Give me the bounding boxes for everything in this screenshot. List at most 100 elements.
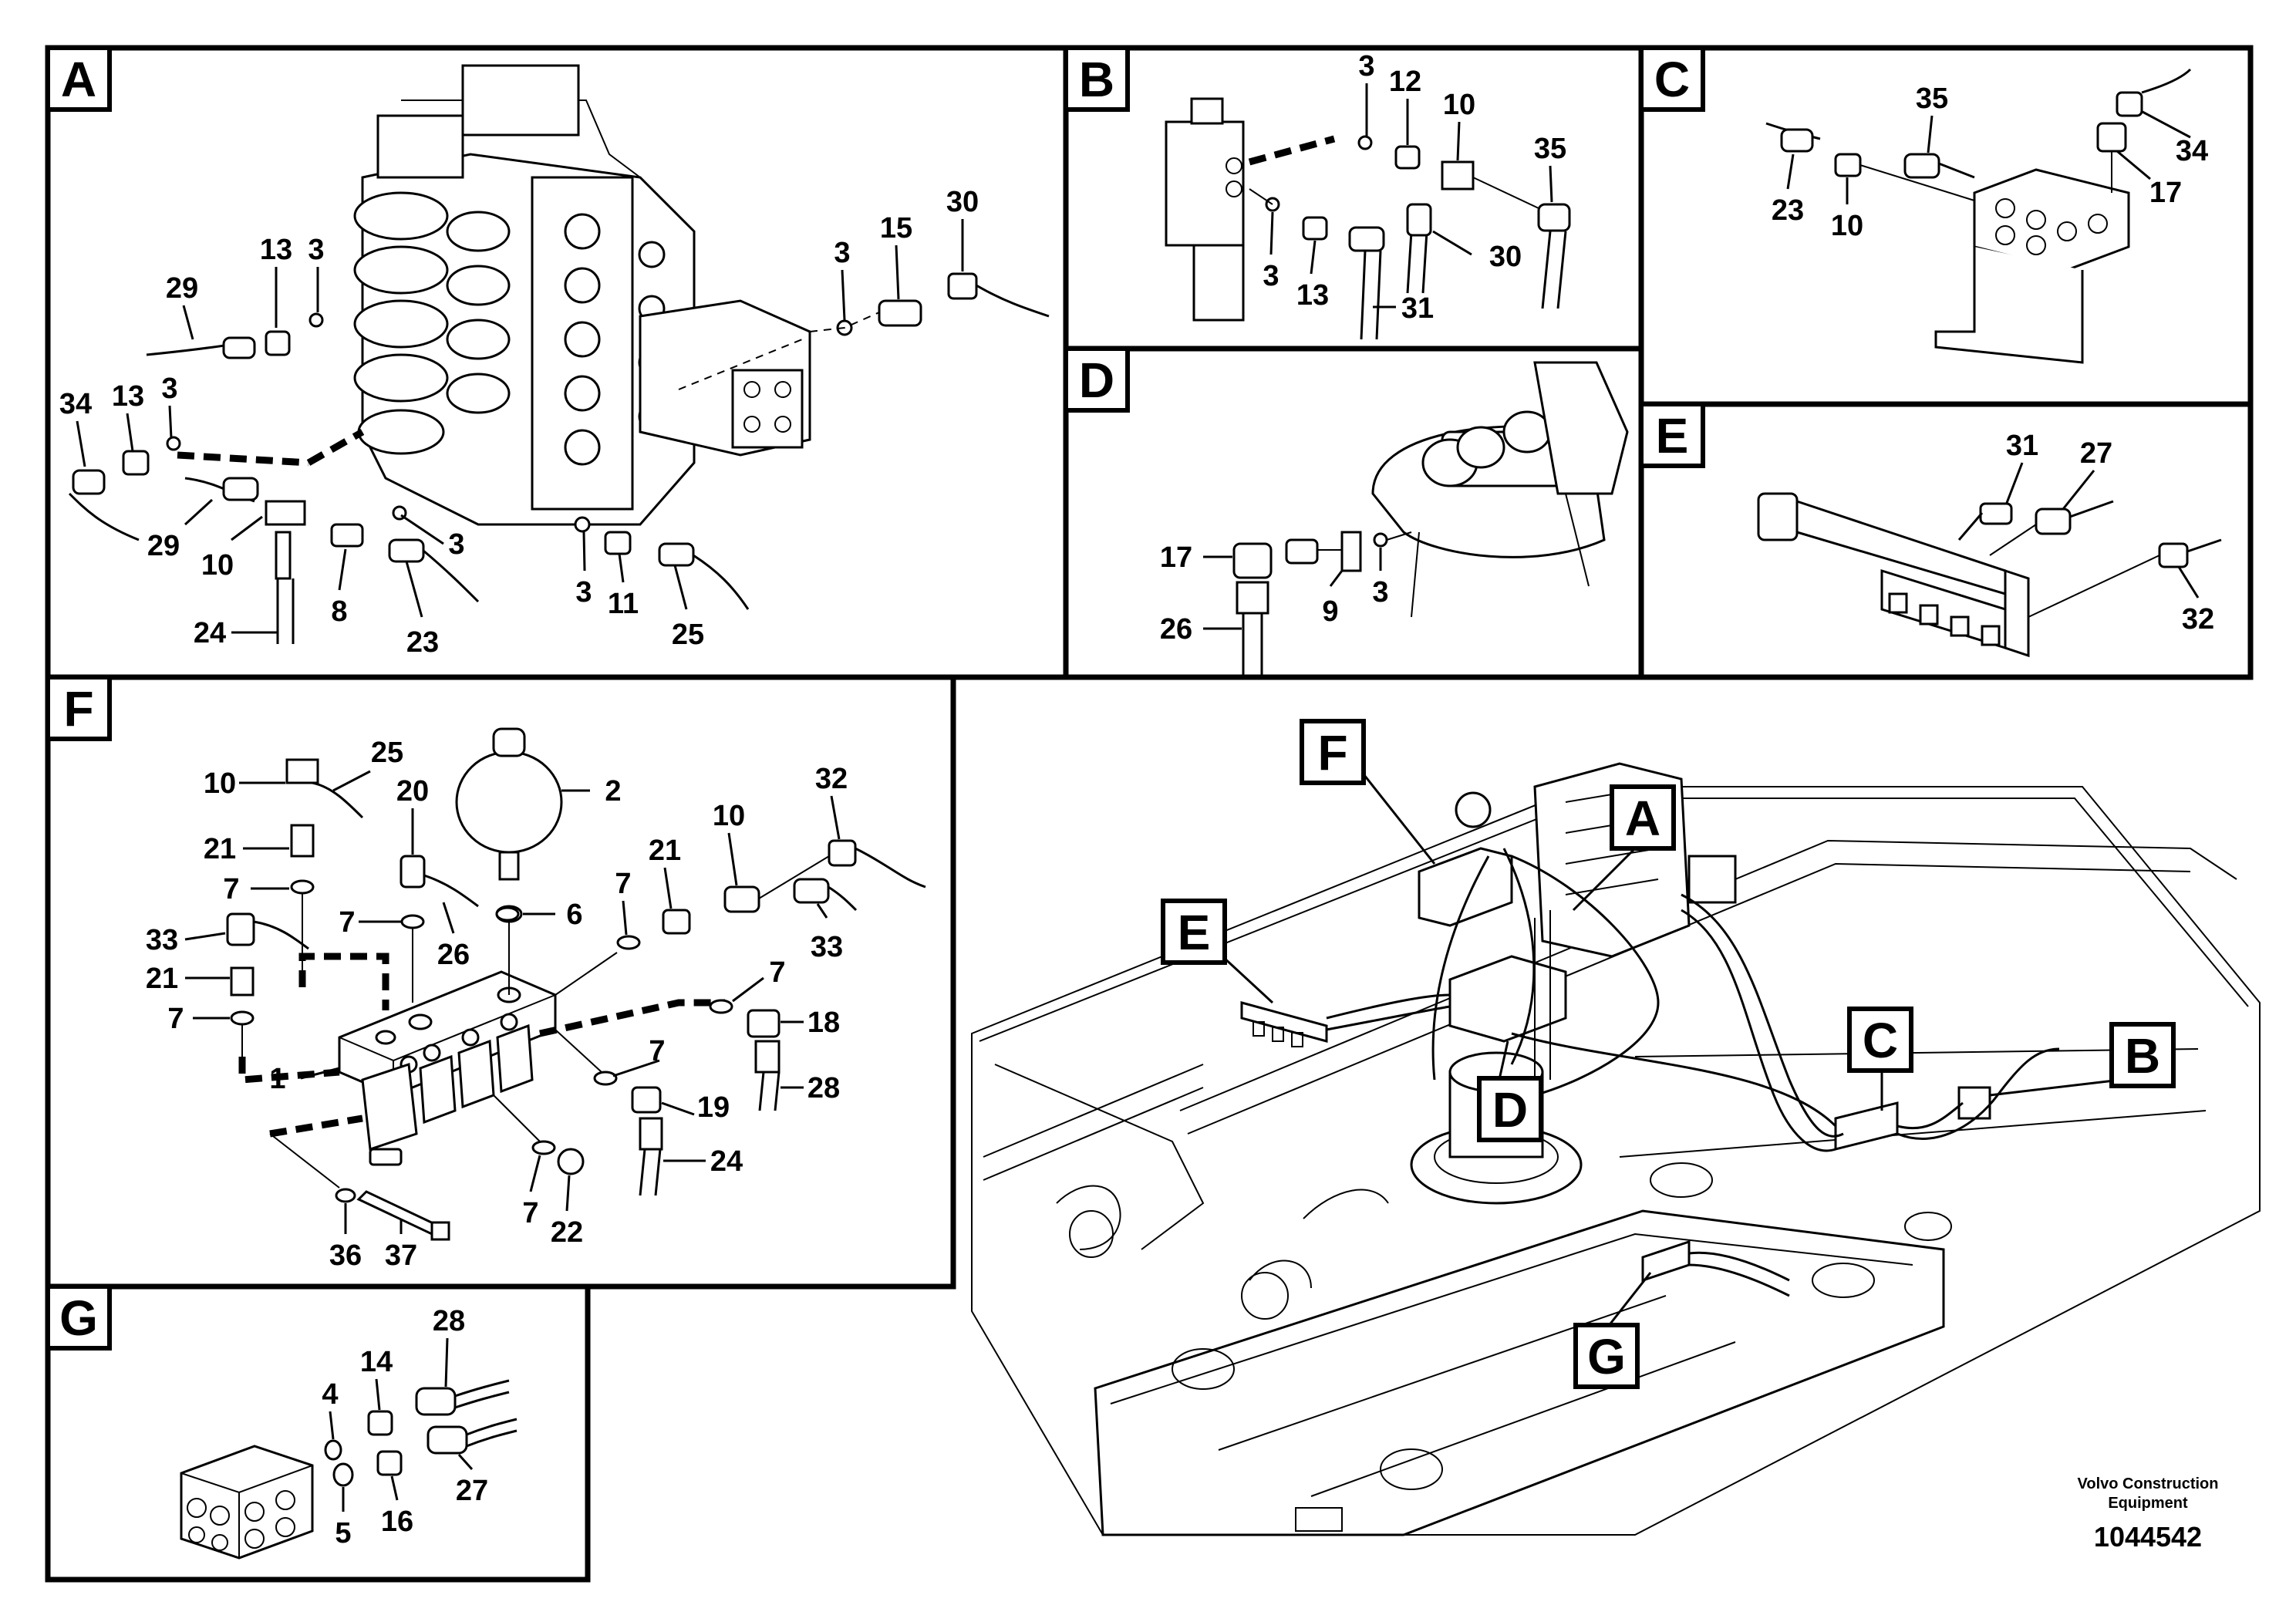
svg-text:A: A [61,52,96,107]
label-a-24: 24 [194,617,226,649]
label-b-13: 13 [1296,279,1329,312]
label-f-21-right: 21 [649,835,681,867]
label-f-7-right-mid: 7 [649,1035,665,1067]
label-b-35: 35 [1534,133,1566,165]
label-e-32: 32 [2182,603,2214,636]
overview-drawing [971,762,2261,1536]
svg-text:E: E [1178,905,1211,960]
panel-c-drawing [1765,68,2192,364]
overview-tag-f: F [1300,719,1366,785]
label-f-32: 32 [815,763,848,795]
panel-a-drawing [68,64,1050,644]
label-f-7-top-right: 7 [615,868,631,900]
section-tag-d: D [1064,346,1130,413]
svg-text:F: F [1317,725,1347,781]
label-f-18: 18 [807,1007,840,1039]
block-g [180,1445,314,1560]
label-e-31: 31 [2006,430,2038,462]
svg-text:C: C [1654,52,1690,107]
label-a-11: 11 [608,588,639,620]
label-a-3-left: 3 [161,373,177,405]
label-g-4: 4 [322,1378,338,1411]
label-f-26: 26 [437,939,470,971]
label-f-10-right: 10 [713,800,745,832]
label-g-16: 16 [381,1506,413,1538]
label-a-13-top: 13 [260,234,292,266]
label-f-7-mid: 7 [339,906,355,939]
label-b-3-top: 3 [1358,50,1374,83]
label-f-37: 37 [385,1239,417,1272]
label-a-3-bottom: 3 [575,576,592,609]
label-a-15: 15 [880,212,912,244]
section-tag-c: C [1639,46,1705,112]
panel-g-callouts: 28 14 4 27 5 16 [322,1305,488,1549]
panel-d-callouts: 17 26 9 3 [1160,541,1389,646]
svg-text:C: C [1863,1013,1898,1068]
panel-g-frame [45,1283,591,1583]
label-f-7-bottom: 7 [522,1197,538,1229]
overview-tag-c: C [1847,1007,1913,1073]
section-tag-b: B [1064,46,1130,112]
svg-text:G: G [1587,1329,1626,1384]
svg-text:D: D [1079,352,1114,408]
svg-text:E: E [1656,408,1689,464]
label-a-30: 30 [946,186,979,218]
label-f-7-lower-left: 7 [167,1003,184,1035]
panel-e-frame [1638,401,2254,680]
overview-tag-d: D [1477,1076,1543,1142]
svg-text:G: G [59,1290,98,1346]
cylinder-e [1757,492,1799,541]
label-g-14: 14 [360,1346,393,1378]
panel-g-drawing [180,1379,518,1560]
label-d-17: 17 [1160,541,1192,574]
label-b-10: 10 [1443,89,1475,121]
label-f-1: 1 [269,1063,285,1095]
label-b-3-bottom: 3 [1263,260,1279,292]
section-tag-a: A [46,46,112,112]
label-g-27: 27 [456,1475,488,1507]
section-tag-f: F [46,675,112,741]
svg-text:F: F [63,681,93,737]
label-f-20: 20 [396,775,429,808]
label-a-23: 23 [406,626,439,659]
label-f-21-upper: 21 [204,833,236,865]
front-slab [1094,1209,1945,1536]
label-b-31: 31 [1401,292,1434,325]
company-line-2: Equipment [2108,1495,2188,1512]
label-f-22: 22 [551,1216,583,1249]
label-a-10: 10 [201,549,234,582]
panel-a-callouts: 29 13 3 34 13 3 29 10 24 8 23 3 3 11 25 … [59,186,979,659]
panel-e-drawing [1757,492,2222,658]
label-f-7-upper-left: 7 [223,873,239,905]
svg-text:B: B [2125,1028,2160,1084]
label-b-12: 12 [1389,66,1421,98]
label-a-29-top: 29 [166,272,198,305]
section-tag-e: E [1639,402,1705,468]
label-f-21-lower: 21 [146,963,178,995]
label-c-35: 35 [1916,83,1948,115]
label-f-6: 6 [566,899,582,931]
label-e-27: 27 [2080,437,2112,470]
panel-e-callouts: 31 27 32 [2005,430,2214,636]
svg-text:A: A [1625,791,1660,846]
panel-f-callouts: 10 25 2 20 21 7 7 26 6 7 21 10 32 33 33 … [146,737,848,1272]
valve-b-body [1165,120,1245,247]
overview-tag-a: A [1610,784,1676,851]
panel-f-drawing [226,727,926,1241]
label-f-2: 2 [605,775,621,808]
label-a-25: 25 [672,619,704,651]
label-a-29-bottom: 29 [147,530,180,562]
label-a-8: 8 [331,595,347,628]
label-a-3-top: 3 [308,234,324,266]
label-a-3-right: 3 [448,528,464,561]
label-d-9: 9 [1322,595,1338,628]
overview-tag-e: E [1161,899,1227,965]
frame-outline [971,786,2261,1536]
label-f-33-left: 33 [146,924,178,956]
label-g-5: 5 [335,1517,351,1549]
solenoids-f [361,1023,534,1166]
panel-b-drawing [1165,97,1571,340]
label-f-7-right-top: 7 [769,956,785,989]
label-f-28: 28 [807,1072,840,1104]
